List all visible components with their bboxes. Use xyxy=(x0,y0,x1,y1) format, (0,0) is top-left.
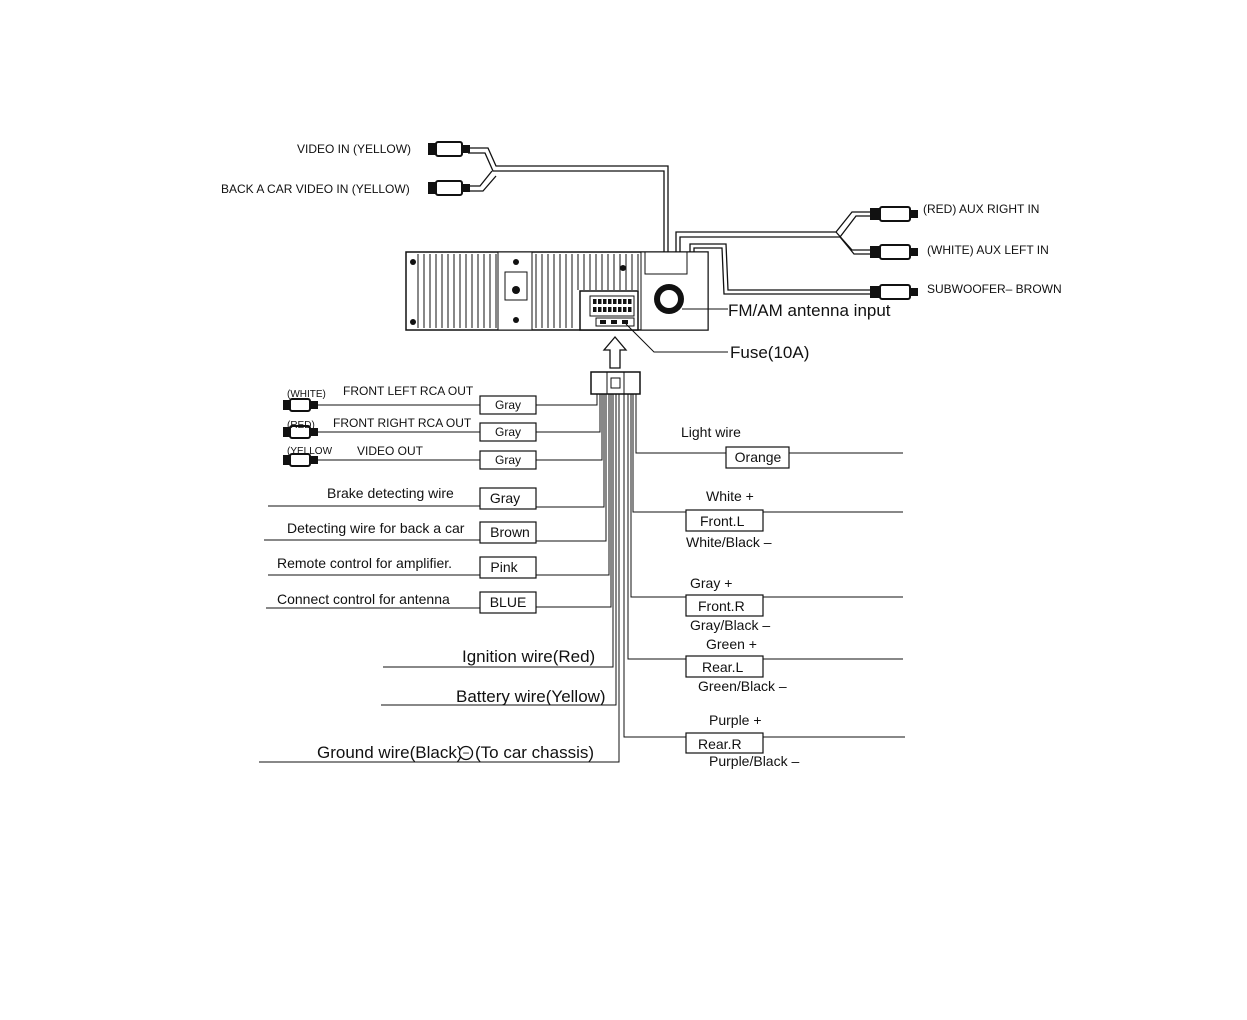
ignition-wire-label: Ignition wire(Red) xyxy=(462,647,595,666)
fuse-label: Fuse(10A) xyxy=(730,343,809,362)
rca-front-left-color-tag: (WHITE) xyxy=(287,389,326,400)
light-wire-label: Light wire xyxy=(681,424,741,440)
ground-minus-symbol: − xyxy=(462,746,469,760)
front-left-plus-label: White + xyxy=(706,488,754,504)
rca-video-label: VIDEO OUT xyxy=(357,444,424,458)
wire-color-brake: Gray xyxy=(490,490,520,506)
wire-color-light: Orange xyxy=(735,449,782,465)
rear-right-name: Rear.R xyxy=(698,736,742,752)
speaker-box-front-right xyxy=(685,594,764,617)
heatsink-fins xyxy=(417,254,639,328)
rear-left-name: Rear.L xyxy=(702,659,743,675)
aux-left-in-label: (WHITE) AUX LEFT IN xyxy=(927,243,1049,257)
back-car-video-in-connector xyxy=(428,170,497,196)
wire-box-front-left-rca xyxy=(479,395,537,415)
wire-box-antenna-control xyxy=(479,591,537,614)
rca-video-color-tag: (YELLOW xyxy=(287,446,333,457)
rear-left-plus-label: Green + xyxy=(706,636,757,652)
speaker-box-rear-left xyxy=(685,655,764,678)
wire-color-antenna-control: BLUE xyxy=(490,594,527,610)
battery-wire-label: Battery wire(Yellow) xyxy=(456,687,606,706)
front-left-name: Front.L xyxy=(700,513,745,529)
aux-left-in-connector xyxy=(870,244,918,260)
subwoofer-connector xyxy=(870,284,918,300)
front-left-minus-label: White/Black – xyxy=(686,534,772,550)
back-car-wire-label: Detecting wire for back a car xyxy=(287,520,465,536)
rear-right-minus-label: Purple/Black – xyxy=(709,753,799,769)
aux-right-in-connector xyxy=(870,206,918,222)
wire-color-video-out: Gray xyxy=(495,453,521,467)
socket-pins xyxy=(593,299,632,312)
harness-left-wires xyxy=(259,394,620,763)
aux-inputs-harness xyxy=(675,211,872,295)
harness-right-wires xyxy=(623,394,905,738)
rca-front-left-label: FRONT LEFT RCA OUT xyxy=(343,384,474,398)
wire-box-video-out xyxy=(479,450,537,470)
wire-box-light xyxy=(725,446,790,469)
rca-out-front-left xyxy=(283,398,480,412)
ground-note-label: (To car chassis) xyxy=(475,743,594,762)
wire-box-brake xyxy=(479,487,537,510)
front-right-minus-label: Gray/Black – xyxy=(690,617,770,633)
ground-minus-icon xyxy=(458,745,474,761)
speaker-box-front-left xyxy=(685,509,764,532)
front-right-plus-label: Gray + xyxy=(690,575,732,591)
wire-box-front-right-rca xyxy=(479,422,537,442)
rca-front-right-label: FRONT RIGHT RCA OUT xyxy=(333,416,472,430)
fuse-callout-line xyxy=(625,323,728,353)
back-car-video-in-label: BACK A CAR VIDEO IN (YELLOW) xyxy=(221,182,410,196)
wire-color-front-right-rca: Gray xyxy=(495,425,521,439)
wire-color-amplifier-remote: Pink xyxy=(490,559,518,575)
connection-arrow-icon xyxy=(602,335,628,369)
aux-right-in-label: (RED) AUX RIGHT IN xyxy=(923,202,1039,216)
rca-front-right-color-tag: (RED) xyxy=(287,420,315,431)
wire-color-back-car: Brown xyxy=(490,524,530,540)
antenna-label: FM/AM antenna input xyxy=(728,301,891,320)
subwoofer-label: SUBWOOFER– BROWN xyxy=(927,282,1062,296)
rca-out-front-right xyxy=(283,425,480,439)
wire-box-amplifier-remote xyxy=(479,556,537,579)
rear-left-minus-label: Green/Black – xyxy=(698,678,787,694)
wire-box-back-car xyxy=(479,521,537,544)
harness-plug xyxy=(590,371,641,395)
video-in-connector xyxy=(428,141,669,252)
head-unit xyxy=(405,251,709,331)
video-in-label: VIDEO IN (YELLOW) xyxy=(297,142,411,156)
front-right-name: Front.R xyxy=(698,598,745,614)
speaker-box-rear-right xyxy=(685,732,764,754)
ground-wire-label: Ground wire(Black) xyxy=(317,743,463,762)
rca-out-video xyxy=(283,453,480,467)
antenna-control-label: Connect control for antenna xyxy=(277,591,450,607)
rear-right-plus-label: Purple + xyxy=(709,712,762,728)
amplifier-remote-label: Remote control for amplifier. xyxy=(277,555,452,571)
wire-color-front-left-rca: Gray xyxy=(495,398,521,412)
brake-wire-label: Brake detecting wire xyxy=(327,485,454,501)
